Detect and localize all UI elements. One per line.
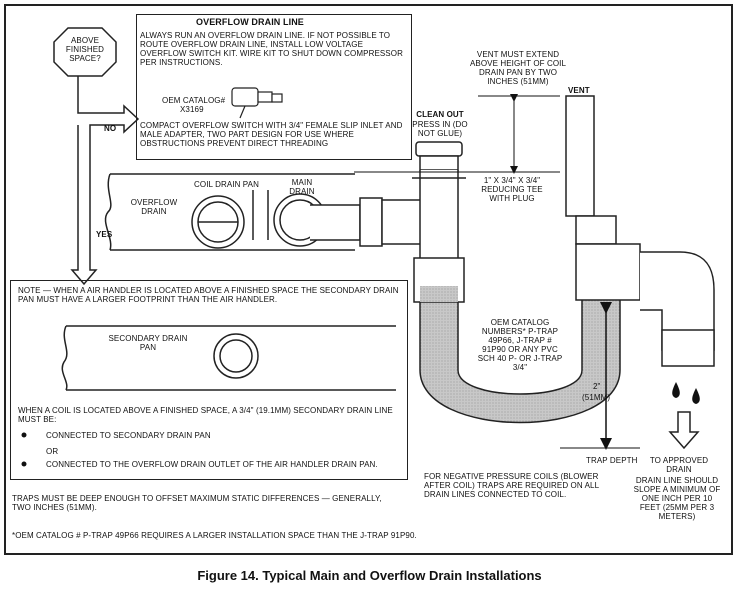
drips (672, 382, 700, 404)
coil-drain-pan (104, 173, 355, 251)
secondary-pan-label: SECONDARY DRAIN PAN (108, 334, 188, 352)
oem-traps-label: OEM CATALOG NUMBERS* P-TRAP 49P66, J-TRA… (477, 318, 563, 372)
vent-pipe (565, 95, 715, 367)
switch-description: COMPACT OVERFLOW SWITCH WITH 3/4" FEMALE… (140, 121, 403, 148)
vent-extend-label: VENT MUST EXTEND ABOVE HEIGHT OF COIL DR… (469, 50, 567, 86)
coil-drain-pan-label: COIL DRAIN PAN (194, 180, 259, 189)
reducing-tee (412, 141, 466, 261)
reducing-tee-label: 1" X 3/4" X 3/4" REDUCING TEE WITH PLUG (481, 176, 543, 203)
overflow-switch-icon (231, 87, 283, 119)
decision-question: ABOVE FINISHED SPACE? (65, 36, 105, 63)
bullet-1 (21, 432, 27, 438)
secondary-drain-pan (61, 325, 396, 391)
vent-label: VENT (568, 86, 590, 95)
clean-out-label: CLEAN OUT (416, 110, 464, 119)
overflow-box-body: ALWAYS RUN AN OVERFLOW DRAIN LINE. IF NO… (140, 31, 403, 67)
figure-frame (4, 4, 733, 555)
bullet-2-text: CONNECTED TO THE OVERFLOW DRAIN OUTLET O… (46, 460, 378, 469)
flow-arrows (70, 76, 140, 286)
p-trap (413, 250, 621, 424)
overflow-drain-label: OVERFLOW DRAIN (130, 198, 178, 216)
vent-dimension (354, 94, 560, 174)
oem-footer: *OEM CATALOG # P-TRAP 49P66 REQUIRES A L… (12, 531, 417, 540)
coil-finished-space-text: WHEN A COIL IS LOCATED ABOVE A FINISHED … (18, 406, 393, 424)
traps-footer: TRAPS MUST BE DEEP ENOUGH TO OFFSET MAXI… (12, 494, 382, 512)
catalog-label: OEM CATALOG# (162, 96, 226, 105)
press-in-label: PRESS IN (DO NOT GLUE) (412, 120, 468, 138)
slope-label: DRAIN LINE SHOULD SLOPE A MINIMUM OF ONE… (633, 476, 721, 521)
figure-caption: Figure 14. Typical Main and Overflow Dra… (197, 568, 542, 583)
trap-depth-dimension (560, 302, 640, 450)
main-drain-pipe (310, 197, 423, 247)
bullet-2 (21, 461, 27, 467)
note-text: NOTE — WHEN A AIR HANDLER IS LOCATED ABO… (18, 286, 399, 304)
catalog-number: X3169 (180, 105, 204, 114)
or-text: OR (46, 447, 59, 456)
dimension-mm: (51MM) (582, 393, 611, 402)
dimension-inches: 2" (593, 382, 601, 391)
bullet-1-text: CONNECTED TO SECONDARY DRAIN PAN (46, 431, 211, 440)
approved-drain-arrow (668, 411, 700, 450)
overflow-box-title: OVERFLOW DRAIN LINE (196, 17, 304, 27)
main-drain-label: MAIN DRAIN (289, 178, 315, 196)
decision-shape (53, 27, 117, 77)
negative-pressure-label: FOR NEGATIVE PRESSURE COILS (BLOWER AFTE… (424, 472, 599, 499)
trap-depth-label: TRAP DEPTH (586, 456, 638, 465)
yes-label: YES (96, 230, 113, 239)
to-approved-drain-label: TO APPROVED DRAIN (649, 456, 709, 474)
no-label: NO (104, 124, 117, 133)
note-box (10, 280, 408, 480)
overflow-drain-box (136, 14, 412, 160)
